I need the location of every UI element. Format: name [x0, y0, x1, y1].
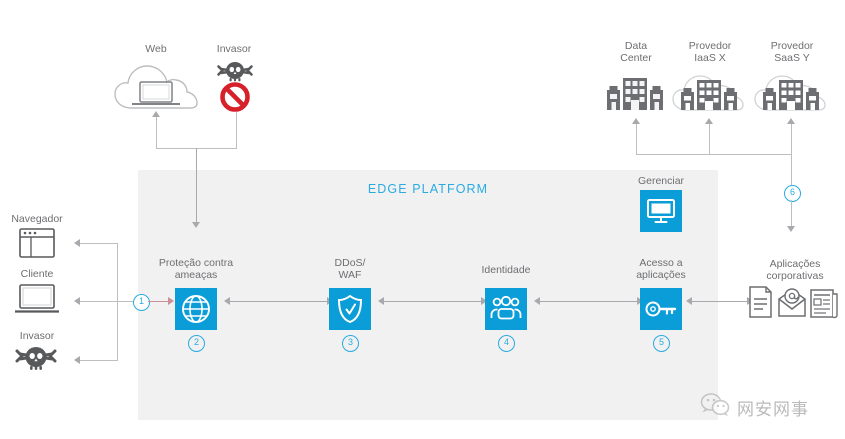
invasor-left-label: Invasor	[19, 330, 55, 342]
connector-cloud-bus	[636, 154, 792, 155]
email-at-icon	[778, 288, 806, 317]
arrow-left-stage-2	[378, 297, 384, 305]
arrow-to-provedor-iaas	[705, 118, 713, 124]
invasor-top-label: Invasor	[216, 43, 252, 55]
stage-5-label: Acesso a aplicações	[636, 257, 686, 281]
arrow-to-invasor-left	[74, 356, 80, 364]
enterprise-apps-icons	[748, 285, 840, 319]
step-badge-2: 2	[188, 335, 205, 352]
connector-invasor-down	[236, 112, 237, 149]
key-icon	[645, 301, 677, 317]
arrow-left-stage-4	[686, 297, 692, 305]
shield-check-icon	[337, 294, 363, 324]
document-icon	[749, 286, 772, 318]
step-badge-5: 5	[653, 335, 670, 352]
arrow-into-stage-1	[168, 297, 174, 305]
ddos-waf-tile[interactable]	[329, 288, 371, 330]
step-badge-1: 1	[133, 294, 150, 311]
arrow-to-provedor-saas	[787, 118, 795, 124]
connector-into-platform	[196, 148, 197, 224]
step-badge-6: 6	[784, 185, 801, 202]
arrow-to-data-center	[632, 118, 640, 124]
arrow-left-stage-3	[534, 297, 540, 305]
buildings-icon	[605, 76, 667, 110]
arrow-to-enterprise-apps	[787, 226, 795, 232]
stage-2-label: Proteção contra ameaças	[158, 257, 234, 281]
connector-six-upper	[791, 154, 792, 186]
threat-protection-tile[interactable]	[175, 288, 217, 330]
enterprise-apps-label: Aplicações corporativas	[766, 258, 824, 282]
connector-to-invasor-left	[80, 360, 118, 361]
cloud-buildings-icon	[671, 68, 749, 112]
step-badge-4: 4	[498, 335, 515, 352]
arrow-into-threat-protection	[192, 222, 200, 228]
web-label: Web	[145, 43, 167, 55]
connector-stage-3-4	[540, 301, 638, 302]
arrow-to-navegador	[74, 239, 80, 247]
skull-crossbones-blocked-icon	[214, 60, 256, 118]
connector-to-navegador	[80, 243, 118, 244]
arrow-right-stage-3	[481, 297, 487, 305]
arrow-to-web	[152, 111, 160, 117]
manage-tile[interactable]	[640, 190, 682, 232]
watermark-text: 网安网事	[737, 400, 809, 420]
globe-icon	[182, 295, 210, 323]
provedor-iaas-label: Provedor IaaS X	[688, 40, 732, 64]
arrow-left-stage-1	[224, 297, 230, 305]
connector-stage-1-2	[230, 301, 328, 302]
wechat-icon	[700, 392, 730, 423]
users-icon	[490, 296, 522, 320]
edge-platform-panel	[138, 170, 718, 420]
connector-saas-up	[791, 124, 792, 155]
monitor-icon	[647, 199, 675, 223]
skull-crossbones-icon	[13, 345, 59, 379]
browser-window-icon	[19, 228, 55, 258]
identity-tile[interactable]	[485, 288, 527, 330]
connector-spine-to-entry	[117, 301, 140, 302]
provedor-saas-label: Provedor SaaS Y	[770, 40, 814, 64]
stage-3-label: DDoS/ WAF	[334, 257, 366, 281]
navegador-label: Navegador	[11, 213, 63, 225]
stage-4-label: Identidade	[481, 264, 531, 276]
step-badge-3: 3	[342, 335, 359, 352]
data-center-label: Data Center	[620, 40, 652, 64]
gerenciar-label: Gerenciar	[637, 175, 685, 187]
application-access-tile[interactable]	[640, 288, 682, 330]
connector-to-cliente	[80, 301, 118, 302]
cloud-buildings-icon-2	[753, 68, 831, 112]
cloud-laptop-icon	[112, 60, 200, 112]
arrow-to-cliente	[74, 297, 80, 305]
connector-datacenter-up	[636, 124, 637, 155]
edge-platform-title: EDGE PLATFORM	[367, 182, 489, 196]
connector-entry-to-stage1	[148, 301, 169, 302]
connector-web-up	[156, 117, 157, 149]
connector-stage-4-apps	[692, 301, 748, 302]
cliente-label: Cliente	[20, 268, 54, 280]
connector-six-lower	[791, 200, 792, 228]
watermark: 网安网事	[700, 392, 809, 423]
laptop-icon	[13, 283, 61, 315]
connector-iaas-up	[709, 124, 710, 155]
connector-stage-2-3	[384, 301, 482, 302]
newspaper-icon	[810, 289, 838, 319]
